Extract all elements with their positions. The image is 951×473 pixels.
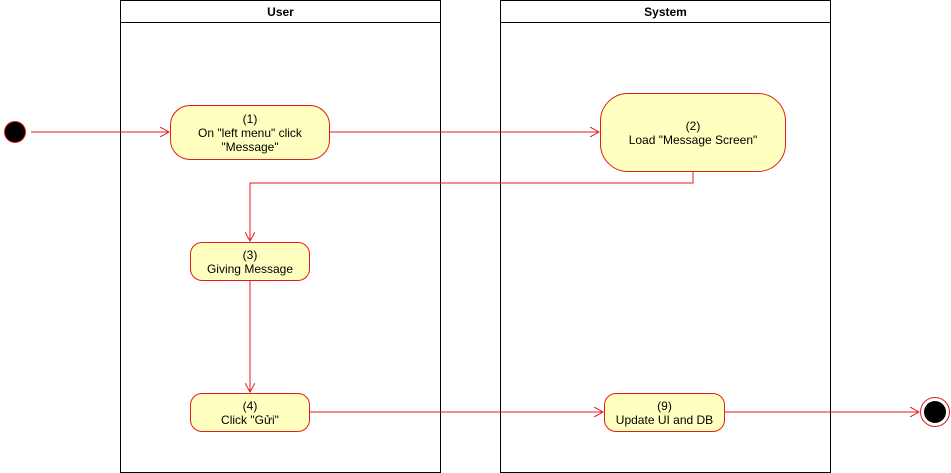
activity-node-3: (3) Giving Message [190,242,310,281]
swimlane-user-title: User [121,1,440,23]
activity-node-1-text: On "left menu" click [198,125,302,140]
activity-node-1: (1) On "left menu" click "Message" [170,105,330,160]
activity-node-2-number: (2) [685,118,701,133]
activity-node-4: (4) Click "Gửi" [190,393,310,432]
activity-node-3-text: Giving Message [206,261,294,276]
activity-node-4-number: (4) [242,398,258,413]
initial-node [4,121,26,143]
final-node [920,397,950,427]
activity-node-9-number: (9) [657,398,672,413]
activity-node-9: (9) Update UI and DB [604,393,725,432]
final-node-core [924,401,946,423]
activity-node-3-number: (3) [242,247,258,262]
activity-node-1-number: (1) [242,111,258,126]
swimlane-system-title: System [501,1,830,23]
activity-node-9-text: Update UI and DB [615,412,714,427]
activity-node-1-text-2: "Message" [221,139,279,154]
activity-node-4-text: Click "Gửi" [221,412,279,427]
activity-node-2-text: Load "Message Screen" [628,132,758,147]
activity-node-2: (2) Load "Message Screen" [600,93,786,172]
edge-2-to-3 [250,172,694,241]
